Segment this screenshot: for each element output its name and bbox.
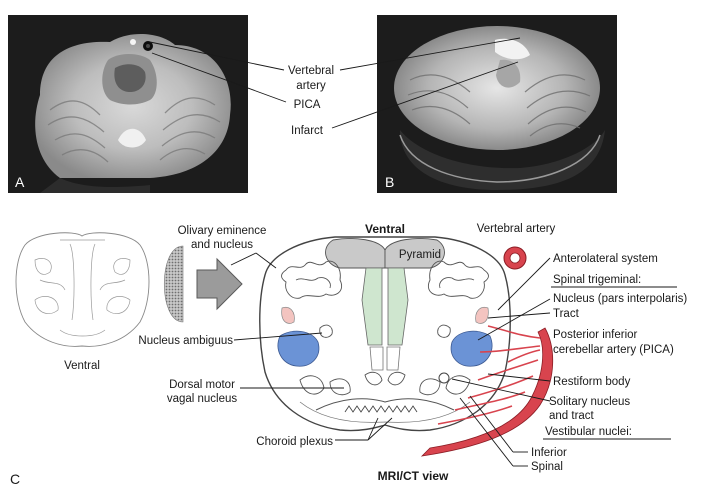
panel-c-letter: C [10, 471, 20, 487]
label-dorsal-motor-2: vagal nucleus [167, 393, 238, 405]
label-olivary-2: and nucleus [191, 239, 253, 251]
label-dorsal-motor-1: Dorsal motor [169, 379, 235, 391]
mri-panel-b: B [377, 15, 617, 193]
label-vertebral-artery: Vertebral artery [477, 223, 556, 235]
label-anterolateral: Anterolateral system [553, 253, 658, 265]
diagram-left-labels [230, 252, 393, 441]
view-caption: MRI/CT view [378, 469, 449, 483]
label-nucleus-ambiguus: Nucleus ambiguus [138, 335, 233, 347]
label-restiform: Restiform body [553, 376, 631, 388]
mri-label-vertebral-artery-1: Vertebral [288, 65, 334, 77]
orientation-arrow [163, 245, 243, 323]
label-vestibular: Vestibular nuclei: [545, 426, 632, 438]
mri-label-infarct: Infarct [291, 125, 324, 137]
diagram-right-labels [451, 257, 677, 467]
label-pyramid: Pyramid [399, 249, 441, 261]
label-spinal-trigeminal: Spinal trigeminal: [553, 274, 641, 286]
panel-b-letter: B [385, 174, 394, 190]
label-solitary-1: Solitary nucleus [549, 396, 630, 408]
label-inferior: Inferior [531, 447, 567, 459]
mri-leader-lines [149, 37, 521, 129]
medulla-cross-section [259, 236, 511, 432]
mri-label-vertebral-artery-2: artery [296, 80, 326, 92]
small-section-caption: Ventral [64, 360, 100, 372]
label-choroid-plexus: Choroid plexus [256, 436, 333, 448]
label-tract: Tract [553, 308, 580, 320]
panel-a-letter: A [15, 174, 25, 190]
mri-panel-a: A [8, 15, 248, 193]
artery-drawing [420, 246, 554, 457]
label-ventral-top: Ventral [365, 222, 405, 236]
label-solitary-2: and tract [549, 410, 595, 422]
label-pica-2: cerebellar artery (PICA) [553, 344, 674, 356]
mri-label-pica: PICA [294, 99, 321, 111]
small-medulla-section: Ventral [15, 232, 150, 372]
label-olivary-1: Olivary eminence [178, 225, 267, 237]
label-pica-1: Posterior inferior [553, 329, 638, 341]
label-nucleus-pars: Nucleus (pars interpolaris) [553, 293, 687, 305]
label-spinal: Spinal [531, 461, 563, 473]
